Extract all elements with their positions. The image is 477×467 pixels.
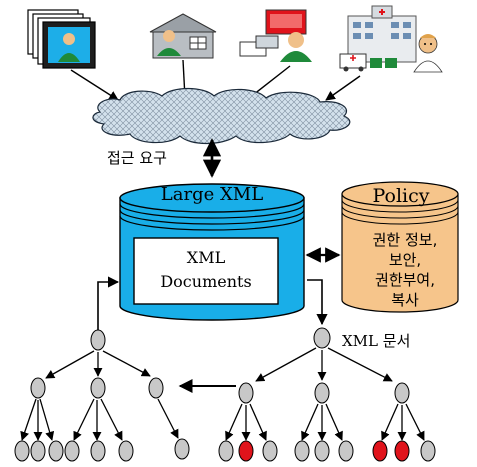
tree-node — [118, 440, 134, 462]
policy-title: Policy — [373, 185, 430, 207]
policy-line-3: 권한부여, — [375, 271, 435, 289]
photo-frames-icon — [27, 9, 96, 69]
policy-line-1: 권한 정보, — [373, 231, 438, 249]
left-xml-tree — [14, 329, 190, 462]
tree-node — [238, 382, 254, 404]
xml-document-label: XML 문서 — [342, 332, 410, 350]
user-house-icon — [149, 13, 217, 59]
db-to-xml-doc-arrow — [307, 279, 328, 326]
database-title: Large XML — [161, 184, 263, 205]
large-xml-database: Large XML XML Documents — [119, 183, 305, 321]
tree-node — [314, 440, 330, 462]
policy-database: Policy 권한 정보, 보안, 권한부여, 복사 — [341, 181, 459, 313]
xml-documents-line1: XML — [187, 248, 226, 267]
restricted-node — [394, 440, 410, 462]
xml-documents-line2: Documents — [160, 272, 251, 291]
access-request-label: 접근 요구 — [107, 149, 167, 167]
right-xml-tree — [218, 327, 436, 462]
tree-node — [14, 440, 30, 462]
tree-node — [294, 440, 310, 462]
tree-node — [148, 377, 164, 399]
tree-node — [338, 440, 354, 462]
tree-node — [90, 440, 106, 462]
tree-node — [30, 377, 46, 399]
xml-documents-box — [133, 237, 279, 305]
tree-node — [262, 440, 278, 462]
user-terminal-icon — [239, 9, 312, 62]
network-cloud — [92, 87, 351, 145]
tree-node — [64, 440, 80, 462]
tree-node — [420, 440, 436, 462]
tree-node — [313, 327, 331, 349]
tree-node — [90, 377, 106, 399]
hospital-doctor-icon — [339, 5, 443, 73]
policy-line-4: 복사 — [391, 291, 419, 309]
tree-node — [314, 382, 330, 404]
tree-node — [218, 440, 234, 462]
tree-node — [90, 329, 106, 351]
tree-to-db-arrow — [97, 276, 120, 330]
policy-line-2: 보안, — [389, 251, 421, 269]
tree-node — [30, 440, 46, 462]
tree-node — [394, 382, 410, 404]
restricted-node — [372, 440, 388, 462]
tree-node — [48, 440, 64, 462]
tree-node — [174, 438, 190, 460]
restricted-node — [238, 440, 254, 462]
